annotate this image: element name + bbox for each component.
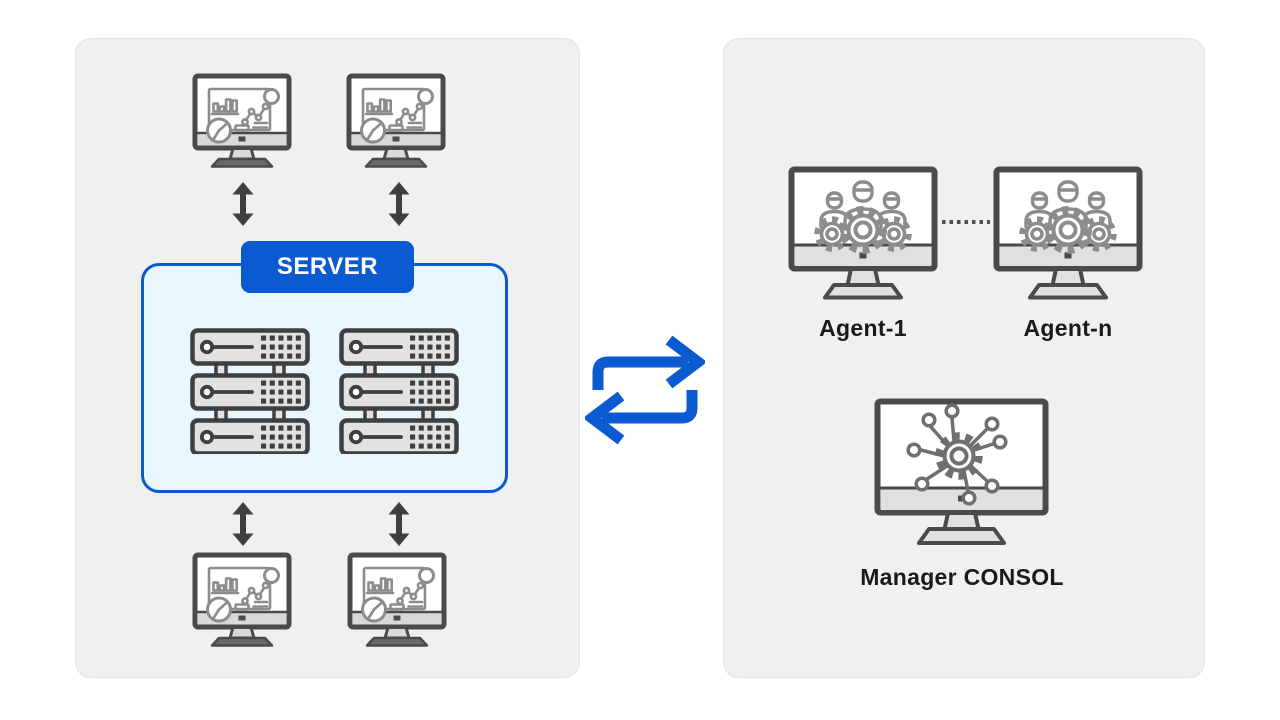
bidirectional-arrow-icon [230,501,256,547]
server-panel: SERVER [75,38,580,678]
agent-1-label: Agent-1 [819,315,907,341]
server-badge: SERVER [241,241,414,293]
team-gears-monitor-icon [788,166,938,306]
dashboard-monitor-icon [347,552,447,648]
dashboard-monitor-icon [192,552,292,648]
network-gear-monitor-icon [874,398,1049,554]
bidirectional-arrow-icon [386,501,412,547]
dashboard-monitor-icon [346,73,446,169]
agent-panel: Agent-1 Agent-n Manager CONSOL [723,38,1205,678]
server-rack-icon [339,328,459,454]
bidirectional-arrow-icon [230,181,256,227]
manager-consol-label: Manager CONSOL [860,564,1064,590]
team-gears-monitor-icon [993,166,1143,306]
server-rack-icon [190,328,310,454]
agent-n-label: Agent-n [1023,315,1113,341]
bidirectional-arrow-icon [386,181,412,227]
dotted-connector [942,220,990,224]
sync-arrows-icon [585,334,705,446]
server-badge-label: SERVER [276,253,379,280]
dashboard-monitor-icon [192,73,292,169]
